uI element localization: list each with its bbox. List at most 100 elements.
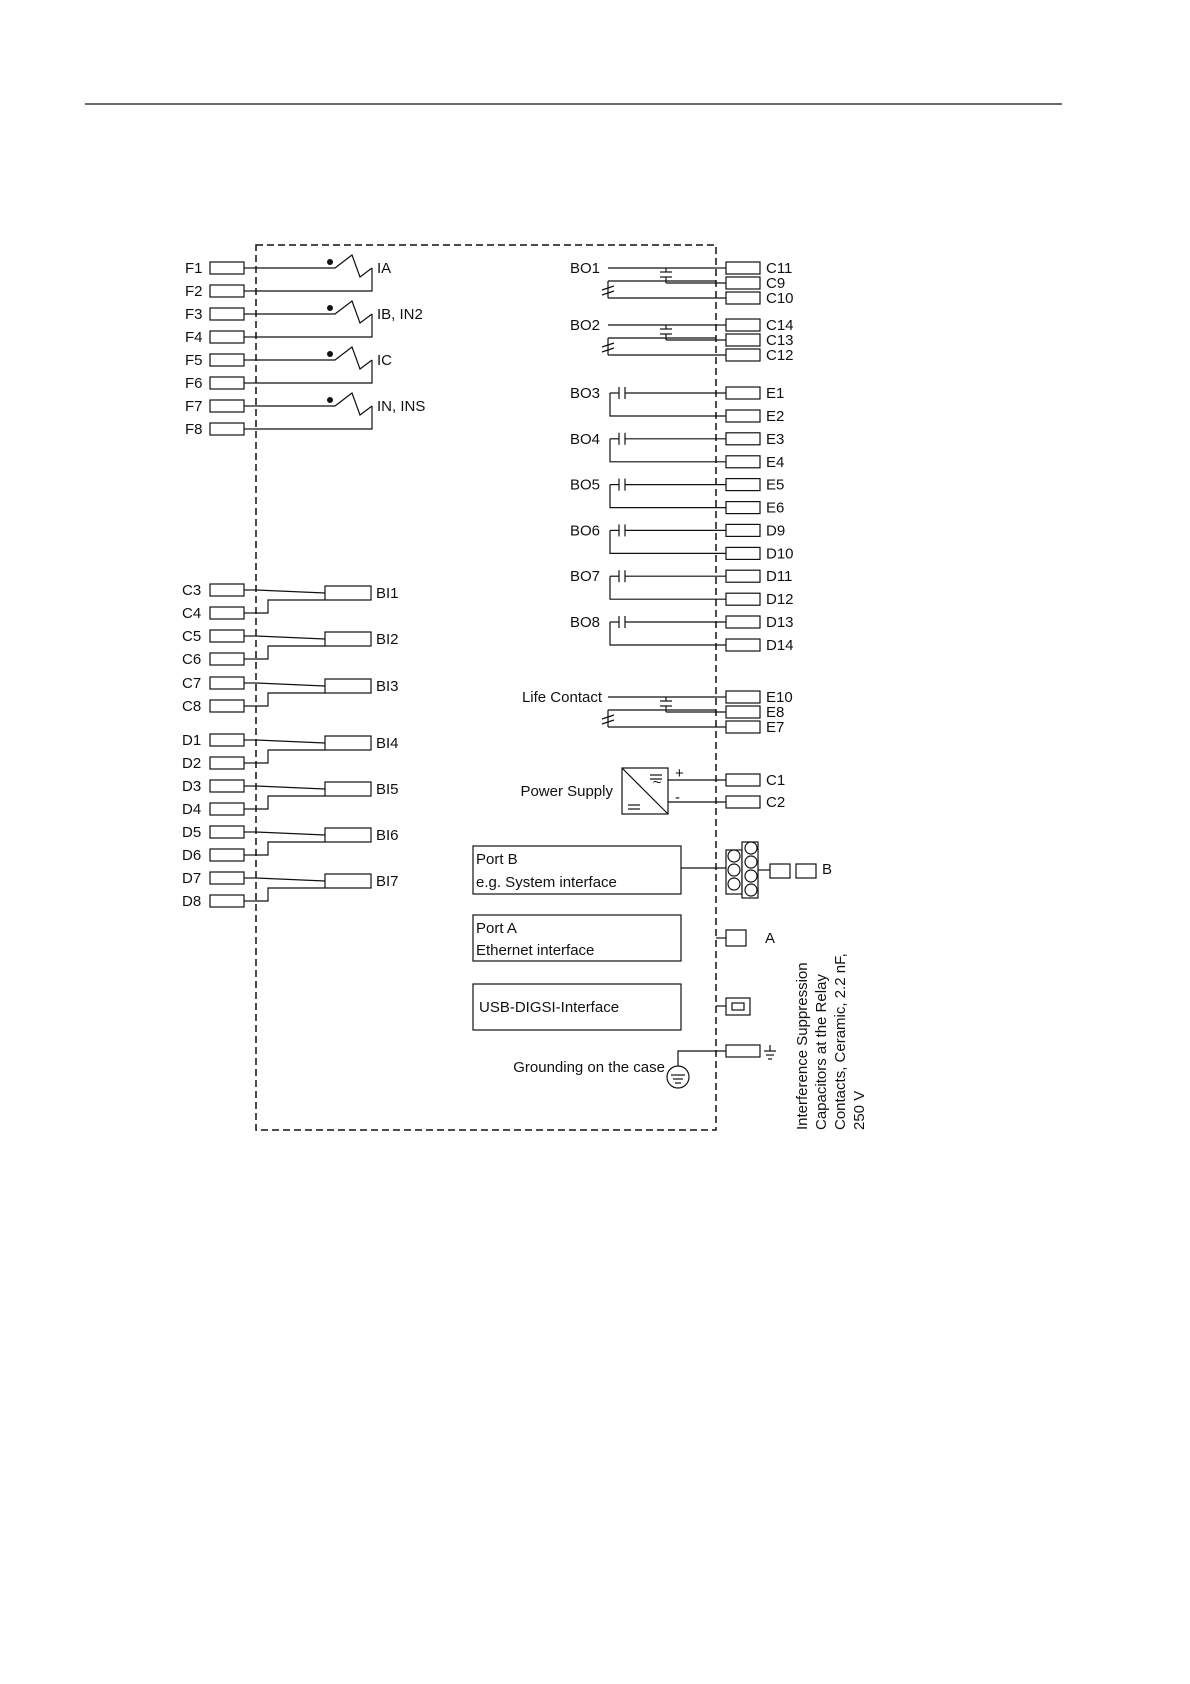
- terminal-block: [725, 261, 761, 275]
- port-a-title: Port A: [476, 920, 517, 937]
- ct-coil: [256, 254, 373, 278]
- nc-mark: [601, 290, 615, 296]
- optocoupler-icon: [324, 585, 372, 601]
- usb-box: [472, 983, 682, 1031]
- terminal-block: [725, 523, 761, 538]
- terminal-block: [209, 422, 245, 436]
- terminal-block: [209, 733, 245, 747]
- contact-return: [609, 576, 726, 600]
- ct-return: [256, 268, 373, 292]
- terminal-block: [725, 1044, 761, 1058]
- fiber-port: [744, 841, 758, 855]
- terminal-block: [725, 773, 761, 787]
- note-line: Capacitors at the Relay: [813, 974, 830, 1130]
- minus-sign: -: [675, 789, 680, 806]
- terminal-label: C13: [766, 332, 794, 349]
- terminal-label: E10: [766, 689, 793, 706]
- note-line: 250 V: [851, 1091, 868, 1130]
- ct-return: [256, 360, 373, 384]
- output-label: BO8: [570, 614, 600, 631]
- binary-input-label: BI4: [376, 735, 399, 752]
- ct-coil: [256, 300, 373, 324]
- terminal-block: [725, 291, 761, 305]
- terminal-label: F5: [185, 352, 203, 369]
- changeover-label: BO1: [570, 260, 600, 277]
- polarity-dot: [327, 259, 333, 265]
- polarity-dot: [327, 397, 333, 403]
- terminal-block: [725, 333, 761, 347]
- changeover-label: Life Contact: [522, 689, 603, 706]
- fiber-port: [744, 855, 758, 869]
- terminal-label: C14: [766, 317, 794, 334]
- contact-return: [609, 438, 726, 463]
- terminal-label: C1: [766, 772, 785, 789]
- terminal-block: [725, 546, 761, 561]
- terminal-block: [209, 399, 245, 413]
- bi-lead: [255, 682, 326, 687]
- terminal-label: C8: [182, 698, 201, 715]
- current-input-label: IC: [377, 352, 392, 369]
- bi-lead: [255, 589, 326, 594]
- terminal-block: [725, 638, 761, 652]
- terminal-label: E5: [766, 477, 784, 494]
- ct-coil: [256, 392, 373, 416]
- terminal-label: E4: [766, 454, 784, 471]
- optocoupler-icon: [324, 631, 372, 647]
- fiber-port: [727, 863, 741, 877]
- fiber-port: [727, 849, 741, 863]
- bi-lead: [255, 739, 326, 744]
- terminal-block: [725, 592, 761, 606]
- terminal-block: [725, 386, 761, 400]
- terminal-block: [725, 705, 761, 719]
- terminal-label: E8: [766, 704, 784, 721]
- output-label: BO6: [570, 522, 600, 539]
- terminal-label: D7: [182, 870, 201, 887]
- terminal-block: [725, 432, 761, 446]
- fiber-port: [727, 877, 741, 891]
- terminal-label: D14: [766, 637, 794, 654]
- optocoupler-icon: [324, 781, 372, 797]
- nc-mark: [601, 714, 615, 720]
- terminal-label: D2: [182, 755, 201, 772]
- terminal-label: F3: [185, 306, 203, 323]
- binary-input-label: BI7: [376, 873, 399, 890]
- port-a-tag: A: [765, 930, 775, 947]
- contact-return: [609, 484, 726, 509]
- terminal-label: D12: [766, 591, 794, 608]
- note-line: Interference Suppression: [794, 962, 811, 1130]
- terminal-block: [209, 825, 245, 839]
- terminal-label: D5: [182, 824, 201, 841]
- port-b-tag: B: [822, 861, 832, 878]
- current-input-label: IA: [377, 260, 391, 277]
- terminal-block: [209, 307, 245, 321]
- fiber-port: [744, 883, 758, 897]
- ct-return: [256, 406, 373, 430]
- terminal-label: E6: [766, 500, 784, 517]
- terminal-block: [725, 690, 761, 704]
- terminal-block: [725, 455, 761, 469]
- terminal-label: F4: [185, 329, 203, 346]
- terminal-block: [725, 348, 761, 362]
- bi-return: [256, 692, 325, 707]
- terminal-label: C6: [182, 651, 201, 668]
- port-b-box: [472, 845, 682, 895]
- terminal-label: E7: [766, 719, 784, 736]
- terminal-block: [209, 261, 245, 275]
- terminal-label: E1: [766, 385, 784, 402]
- usb-plug-icon: [731, 1002, 745, 1011]
- terminal-label: F1: [185, 260, 203, 277]
- bi-lead: [255, 635, 326, 640]
- bi-return: [256, 795, 325, 810]
- terminal-label: F2: [185, 283, 203, 300]
- terminal-block: [209, 699, 245, 713]
- port-b-subtitle: e.g. System interface: [476, 874, 617, 891]
- binary-input-label: BI1: [376, 585, 399, 602]
- contact-return: [609, 393, 726, 417]
- ground-lead: [677, 1050, 726, 1067]
- nc-mark: [601, 347, 615, 353]
- terminal-block: [209, 871, 245, 885]
- terminal-block: [725, 409, 761, 423]
- terminal-label: C4: [182, 605, 201, 622]
- ct-coil: [256, 346, 373, 370]
